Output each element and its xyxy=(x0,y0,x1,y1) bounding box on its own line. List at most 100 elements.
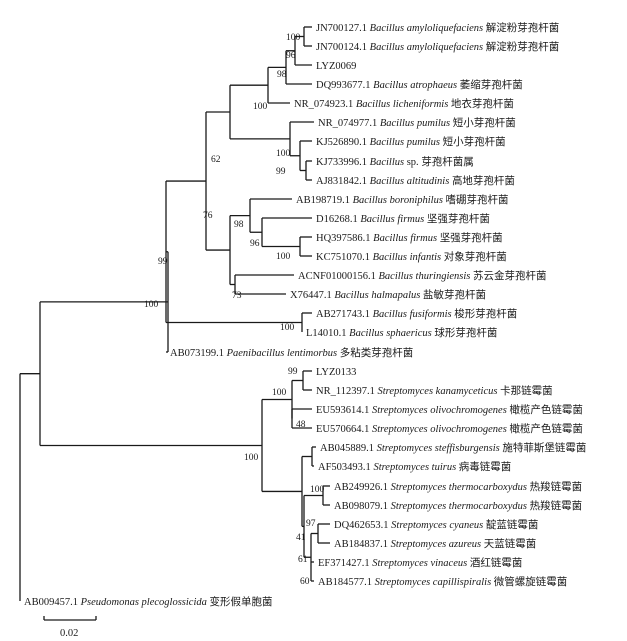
taxon-species: Bacillus amyloliquefaciens xyxy=(367,23,483,34)
taxon-species: Bacillus boroniphilus xyxy=(350,195,443,206)
taxon-species: Pseudomonas plecoglossicida xyxy=(78,597,207,608)
taxon-species: Streptomyces azureus xyxy=(388,539,481,550)
taxon-accession: KJ526890.1 xyxy=(316,137,367,148)
taxon-chinese-name: 对象芽孢杆菌 xyxy=(441,250,507,263)
taxon-species: Bacillus amyloliquefaciens xyxy=(367,42,483,53)
taxon-accession: KC751070.1 xyxy=(316,252,370,263)
taxon-chinese-name: 靛蓝链霉菌 xyxy=(483,518,538,531)
bootstrap-value: 100 xyxy=(253,102,268,112)
taxon-chinese-name: 短小芽孢杆菌 xyxy=(440,135,506,148)
taxon-accession: AB184577.1 xyxy=(318,577,372,588)
bootstrap-value: 60 xyxy=(300,577,310,587)
bootstrap-value: 48 xyxy=(296,420,306,430)
taxon-chinese-name: 芽孢杆菌属 xyxy=(419,155,474,168)
taxon-label: EU593614.1 Streptomyces olivochromogenes… xyxy=(316,403,583,416)
taxon-species: Bacillus infantis xyxy=(370,252,441,263)
taxon-chinese-name: 高地芽孢杆菌 xyxy=(449,174,515,187)
taxon-accession: AB045889.1 xyxy=(320,443,374,454)
taxon-chinese-name: 酒红链霉菌 xyxy=(467,556,522,569)
taxon-chinese-name: 嗜硼芽孢杆菌 xyxy=(443,193,509,206)
bootstrap-value: 100 xyxy=(276,149,291,159)
bootstrap-value: 61 xyxy=(298,555,308,565)
taxon-label: AB271743.1 Bacillus fusiformis 梭形芽孢杆菌 xyxy=(316,307,517,320)
taxon-accession: AB098079.1 xyxy=(334,501,388,512)
taxon-species: Bacillus sphaericus xyxy=(347,328,432,339)
taxon-species: Bacillus licheniformis xyxy=(353,99,448,110)
taxon-accession: LYZ0069 xyxy=(316,61,356,72)
bootstrap-value: 100 xyxy=(276,252,291,262)
taxon-label: AB098079.1 Streptomyces thermocarboxydus… xyxy=(334,499,582,512)
taxon-chinese-name: 短小芽孢杆菌 xyxy=(450,116,516,129)
taxon-accession: AB009457.1 xyxy=(24,597,78,608)
taxon-species: Bacillus altitudinis xyxy=(367,176,449,187)
taxon-species: Streptomyces thermocarboxydus xyxy=(388,482,527,493)
taxon-label: D16268.1 Bacillus firmus 坚强芽孢杆菌 xyxy=(316,212,490,225)
taxon-label: DQ462653.1 Streptomyces cyaneus 靛蓝链霉菌 xyxy=(334,518,538,531)
taxon-accession: LYZ0133 xyxy=(316,367,356,378)
bootstrap-value: 100 xyxy=(244,453,259,463)
taxon-species: Streptomyces thermocarboxydus xyxy=(388,501,527,512)
taxon-species: Streptomyces vinaceus xyxy=(370,558,468,569)
taxon-accession: L14010.1 xyxy=(306,328,347,339)
taxon-label: AB045889.1 Streptomyces steffisburgensis… xyxy=(320,441,586,454)
taxon-label: X76447.1 Bacillus halmapalus 盐敏芽孢杆菌 xyxy=(290,288,486,301)
taxon-accession: NR_074977.1 xyxy=(318,118,377,129)
bootstrap-value: 99 xyxy=(288,367,298,377)
taxon-species: Bacillus halmapalus xyxy=(332,290,421,301)
taxon-label: LYZ0069 xyxy=(316,61,356,72)
bootstrap-value: 96 xyxy=(250,239,260,249)
taxon-species: Bacillus firmus xyxy=(358,214,425,225)
taxon-species: Bacillus pumilus xyxy=(377,118,450,129)
taxon-chinese-name: 热羧链霉菌 xyxy=(527,499,582,512)
taxon-qualifier: sp. xyxy=(404,157,419,168)
taxon-accession: DQ993677.1 xyxy=(316,80,371,91)
bootstrap-value: 100 xyxy=(286,33,301,43)
taxon-label: AJ831842.1 Bacillus altitudinis 高地芽孢杆菌 xyxy=(316,174,515,187)
taxon-chinese-name: 解淀粉芽孢杆菌 xyxy=(483,40,559,53)
taxon-label: JN700124.1 Bacillus amyloliquefaciens 解淀… xyxy=(316,40,559,53)
taxon-chinese-name: 天蓝链霉菌 xyxy=(481,537,536,550)
bootstrap-value: 100 xyxy=(272,388,287,398)
taxon-chinese-name: 盐敏芽孢杆菌 xyxy=(420,288,486,301)
taxon-accession: ACNF01000156.1 xyxy=(298,271,376,282)
bootstrap-value: 99 xyxy=(158,257,168,267)
taxon-accession: X76447.1 xyxy=(290,290,332,301)
bootstrap-value: 41 xyxy=(296,533,306,543)
taxon-accession: EU570664.1 xyxy=(316,424,369,435)
taxon-accession: D16268.1 xyxy=(316,214,358,225)
taxon-accession: HQ397586.1 xyxy=(316,233,371,244)
taxon-chinese-name: 微管螺旋链霉菌 xyxy=(491,575,567,588)
taxon-species: Bacillus atrophaeus xyxy=(371,80,458,91)
taxon-species: Streptomyces capillispiralis xyxy=(372,577,491,588)
taxon-chinese-name: 施特菲斯堡链霉菌 xyxy=(500,441,587,454)
bootstrap-value: 97 xyxy=(306,519,316,529)
bootstrap-value: 99 xyxy=(276,167,286,177)
taxon-species: Streptomyces olivochromogenes xyxy=(369,424,506,435)
taxon-accession: AF503493.1 xyxy=(318,462,371,473)
taxon-accession: AJ831842.1 xyxy=(316,176,367,187)
taxon-label: KC751070.1 Bacillus infantis 对象芽孢杆菌 xyxy=(316,250,507,263)
taxon-label: AF503493.1 Streptomyces tuirus 病毒链霉菌 xyxy=(318,460,511,473)
taxon-label: ACNF01000156.1 Bacillus thuringiensis 苏云… xyxy=(298,269,547,282)
bootstrap-value: 62 xyxy=(211,155,221,165)
taxon-species: Bacillus fusiformis xyxy=(370,309,452,320)
taxon-label: HQ397586.1 Bacillus firmus 坚强芽孢杆菌 xyxy=(316,231,503,244)
taxon-chinese-name: 地衣芽孢杆菌 xyxy=(448,97,514,110)
taxon-label: AB009457.1 Pseudomonas plecoglossicida 变… xyxy=(24,595,273,608)
taxon-chinese-name: 解淀粉芽孢杆菌 xyxy=(483,21,559,34)
bootstrap-value: 76 xyxy=(203,211,213,221)
taxon-label: AB184837.1 Streptomyces azureus 天蓝链霉菌 xyxy=(334,537,536,550)
taxon-label: AB198719.1 Bacillus boroniphilus 嗜硼芽孢杆菌 xyxy=(296,193,509,206)
taxon-species: Streptomyces kanamyceticus xyxy=(375,386,498,397)
taxon-accession: JN700127.1 xyxy=(316,23,367,34)
taxon-chinese-name: 梭形芽孢杆菌 xyxy=(452,307,518,320)
bootstrap-value: 98 xyxy=(234,220,244,230)
taxon-accession: NR_112397.1 xyxy=(316,386,375,397)
taxon-species: Bacillus thuringiensis xyxy=(376,271,471,282)
taxon-chinese-name: 橄榄产色链霉菌 xyxy=(507,403,583,416)
taxon-species: Bacillus xyxy=(367,157,404,168)
taxon-label: EF371427.1 Streptomyces vinaceus 酒红链霉菌 xyxy=(318,556,522,569)
bootstrap-value: 98 xyxy=(277,70,287,80)
bootstrap-value: 96 xyxy=(286,51,296,61)
scale-bar-label: 0.02 xyxy=(60,628,78,639)
